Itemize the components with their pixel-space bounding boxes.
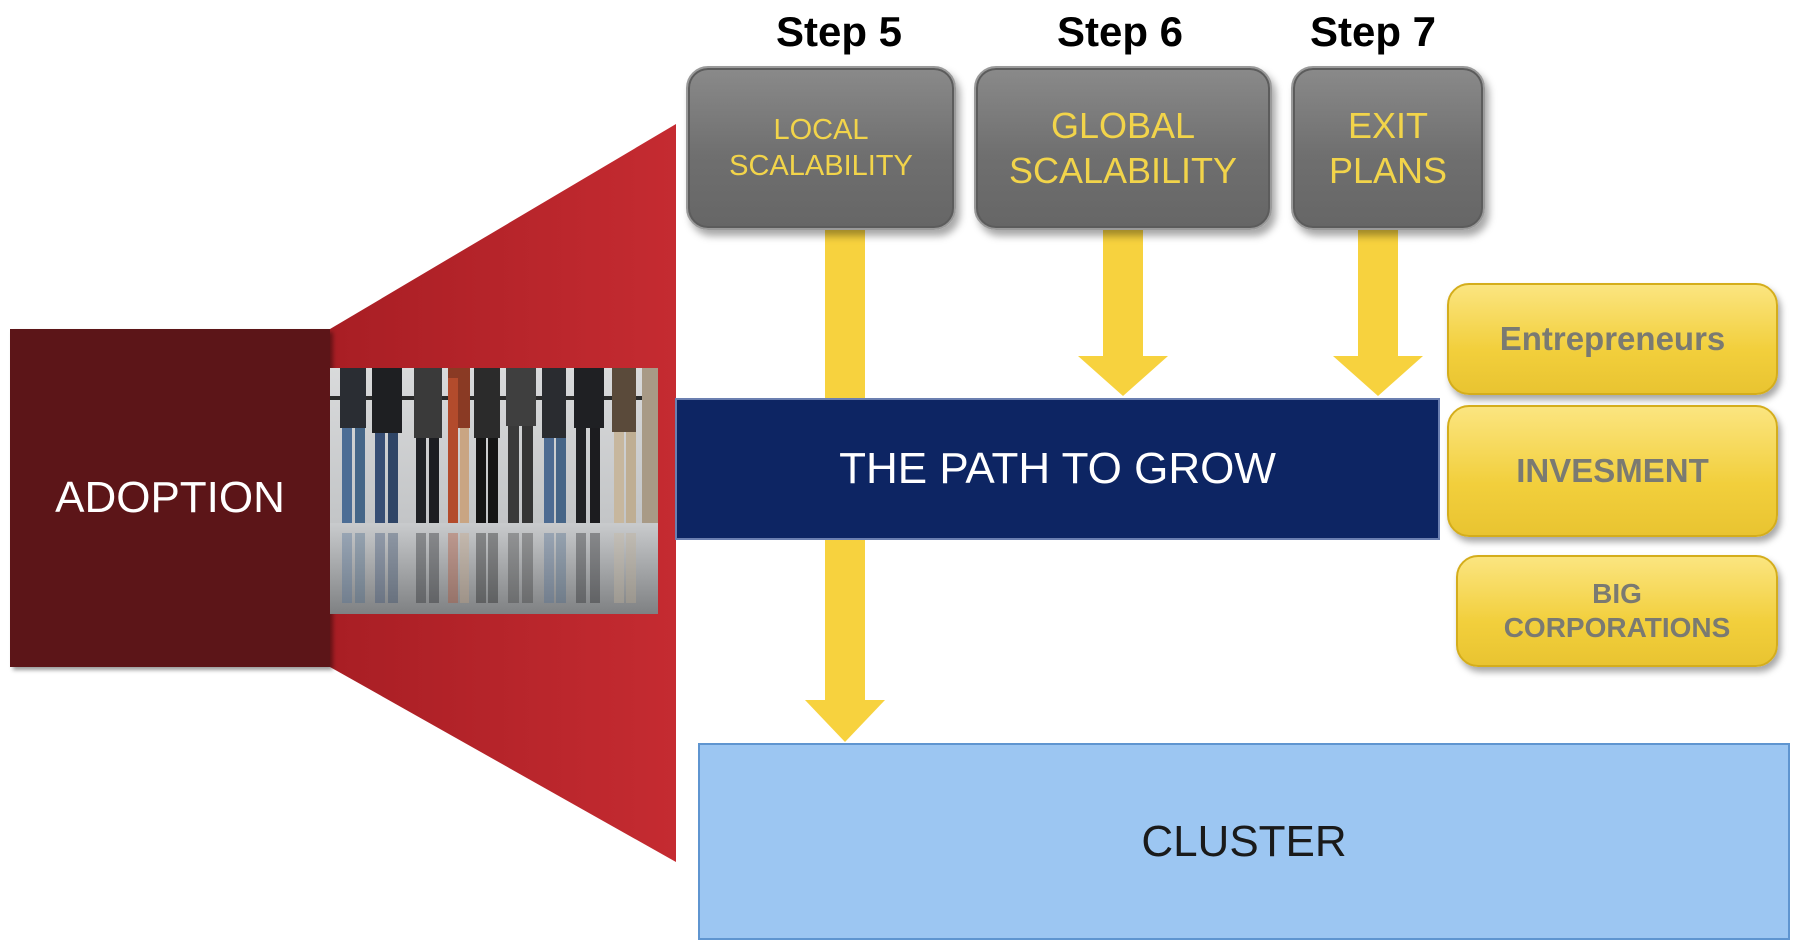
investment-box: INVESMENT	[1447, 405, 1778, 537]
global-scalability-box: GLOBAL SCALABILITY	[974, 66, 1272, 230]
arrow-step7	[1333, 230, 1423, 396]
people-photo	[330, 368, 658, 614]
local-scalability-box: LOCAL SCALABILITY	[686, 66, 956, 230]
cluster-box: CLUSTER	[698, 743, 1790, 940]
arrow-step6	[1078, 230, 1168, 396]
entrepreneurs-box: Entrepreneurs	[1447, 283, 1778, 395]
big-corporations-box: BIG CORPORATIONS	[1456, 555, 1778, 667]
adoption-box: ADOPTION	[10, 329, 330, 667]
step-5-label: Step 5	[776, 8, 903, 55]
exit-plans-box: EXIT PLANS	[1291, 66, 1485, 230]
step-6-label: Step 6	[1057, 8, 1184, 55]
path-to-grow-box: THE PATH TO GROW	[675, 398, 1440, 540]
step-7-label: Step 7	[1310, 8, 1437, 55]
